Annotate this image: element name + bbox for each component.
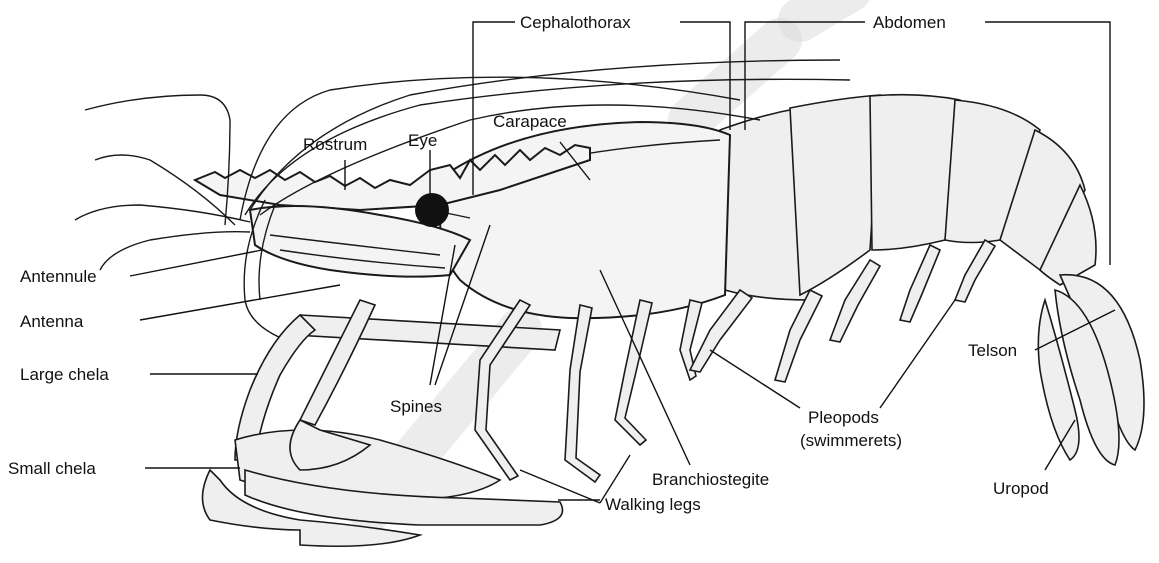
label-eye: Eye	[408, 131, 437, 150]
label-rostrum: Rostrum	[303, 135, 367, 154]
label-small-chela: Small chela	[8, 459, 96, 478]
label-pleopods: Pleopods	[808, 408, 879, 427]
label-cephalothorax: Cephalothorax	[520, 13, 631, 32]
label-antennule: Antennule	[20, 267, 97, 286]
label-spines: Spines	[390, 397, 442, 416]
tail-fan	[1038, 275, 1144, 465]
label-abdomen: Abdomen	[873, 13, 946, 32]
label-large-chela: Large chela	[20, 365, 109, 384]
label-antenna: Antenna	[20, 312, 84, 331]
abdomen-body	[720, 95, 1096, 300]
label-branchiostegite: Branchiostegite	[652, 470, 769, 489]
label-walking-legs: Walking legs	[605, 495, 701, 514]
label-swimmerets: (swimmerets)	[800, 431, 902, 450]
walking-legs-shapes	[475, 300, 702, 482]
label-uropod: Uropod	[993, 479, 1049, 498]
label-carapace: Carapace	[493, 112, 567, 131]
label-telson: Telson	[968, 341, 1017, 360]
